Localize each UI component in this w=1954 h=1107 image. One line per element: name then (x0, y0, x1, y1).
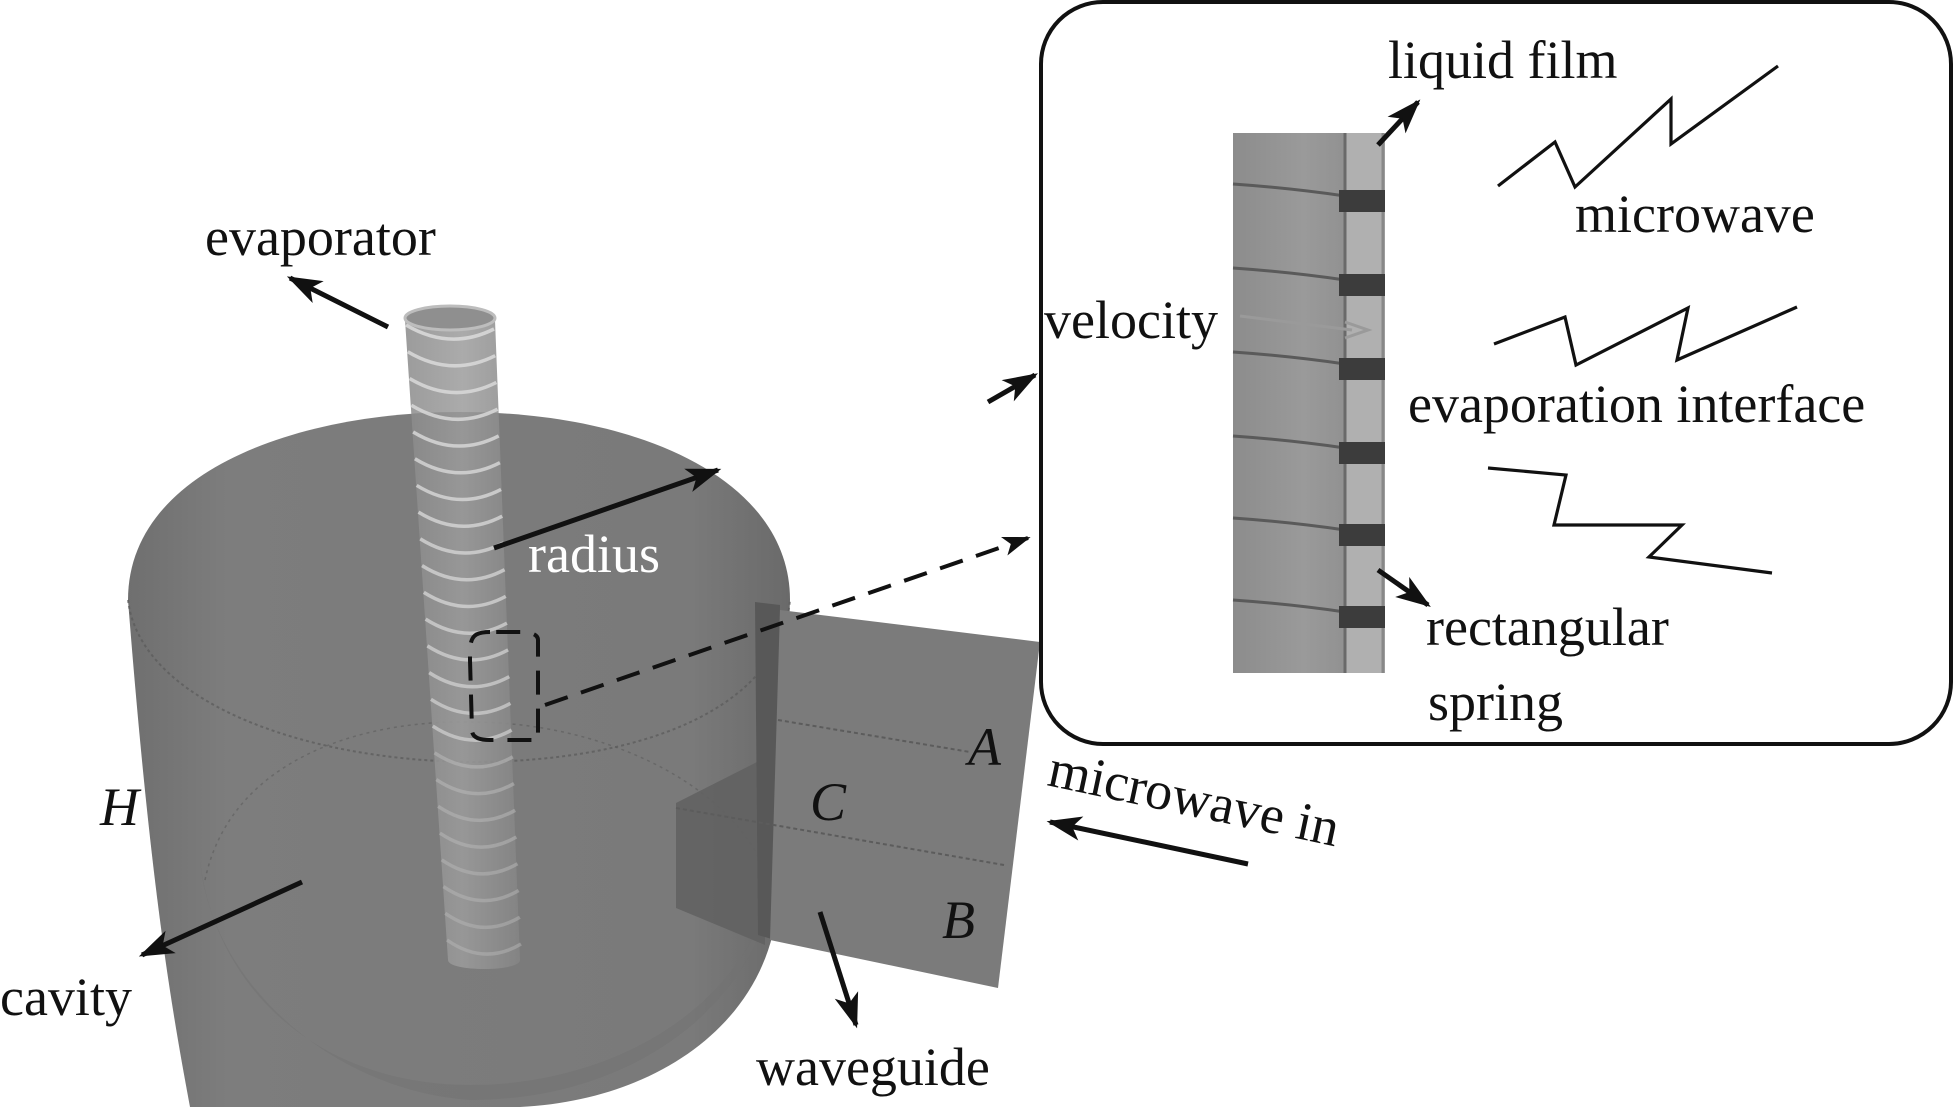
inset-panel: liquid film velocity microwave evaporati… (1039, 0, 1953, 746)
microwave-in-arrow (1046, 816, 1249, 867)
velocity-glyph (1239, 314, 1373, 340)
spring-coil (435, 778, 515, 796)
spring-coil (442, 885, 520, 903)
spring-coils (405, 323, 522, 956)
spring-coil (417, 510, 504, 528)
waveguide-edge-A (777, 719, 971, 753)
cylinder-top-rim (127, 599, 791, 764)
spring-coil (410, 403, 499, 421)
spring-coil (431, 724, 513, 742)
microwave-zigzag-2 (1493, 305, 1798, 368)
waveguide-arrow (817, 911, 859, 1029)
spring-coil (445, 938, 522, 956)
spring-coil-edge (1232, 350, 1346, 366)
liquid-film-layer (1345, 133, 1385, 673)
spring-coil-edge (1232, 182, 1346, 198)
tube-body (405, 305, 520, 969)
label-evaporator: evaporator (205, 207, 436, 267)
spring-coil (440, 858, 519, 876)
waveguide (675, 602, 1040, 988)
label-velocity: velocity (1044, 290, 1218, 350)
rectangular-spring-arrow (1376, 567, 1431, 608)
label-C: C (810, 772, 847, 832)
spring-coil (414, 457, 501, 475)
label-cavity: cavity (0, 967, 132, 1027)
spring-coil-edge (1232, 434, 1346, 450)
label-microwave: microwave (1575, 184, 1815, 244)
spring-coil (422, 590, 507, 609)
label-spring: spring (1428, 672, 1563, 732)
spring-coil (412, 430, 500, 448)
spring-coil (428, 671, 511, 689)
liquid-film-arrow (1376, 99, 1421, 147)
spring-coil (444, 911, 521, 930)
label-H: H (99, 777, 142, 837)
label-waveguide: waveguide (756, 1037, 990, 1097)
microwave-zigzag-1 (1497, 64, 1779, 190)
tube-top-opening (403, 304, 497, 332)
waveguide-front-face (770, 610, 1040, 988)
evaporator-tube (403, 304, 522, 969)
zoom-leader-line (544, 536, 1031, 707)
zoom-region-box (467, 630, 540, 742)
radius-arrow (493, 467, 722, 551)
rectangular-spring-section (1339, 442, 1385, 464)
spring-coil (433, 751, 514, 769)
rectangular-spring-section (1339, 606, 1385, 628)
label-radius: radius (528, 524, 660, 584)
evaporator-wall (1233, 133, 1351, 673)
spring-coil (424, 617, 508, 635)
rectangular-spring-section (1339, 358, 1385, 380)
microwave-zigzag-3 (1487, 466, 1773, 575)
label-microwave-in: microwave in (1044, 738, 1345, 858)
spring-coil (408, 376, 498, 395)
velocity-arrow (986, 372, 1039, 405)
spring-coil (438, 831, 518, 849)
rectangular-spring-section (1339, 190, 1385, 212)
spring-coil-edge (1232, 516, 1346, 532)
spring-coil-edge (1232, 266, 1346, 282)
spring-bands (1232, 182, 1385, 628)
label-A: A (965, 717, 1002, 777)
spring-coil (406, 350, 496, 368)
label-rectangular: rectangular (1426, 597, 1669, 657)
label-liquid-film: liquid film (1388, 30, 1618, 90)
spring-coil (405, 323, 495, 341)
spring-closeup (1232, 133, 1385, 673)
rectangular-spring-section (1339, 274, 1385, 296)
waveguide-back-face (676, 758, 765, 945)
spring-coil (437, 804, 516, 823)
evaporator-arrow (286, 275, 390, 330)
label-B: B (942, 890, 975, 950)
spring-coil (421, 564, 506, 582)
spring-coil (426, 644, 509, 662)
cavity-arrow (138, 879, 304, 958)
label-evaporation-interface: evaporation interface (1408, 374, 1865, 434)
spring-coil (415, 483, 502, 502)
rectangular-spring-section (1339, 524, 1385, 546)
spring-coil-edge (1232, 598, 1346, 614)
